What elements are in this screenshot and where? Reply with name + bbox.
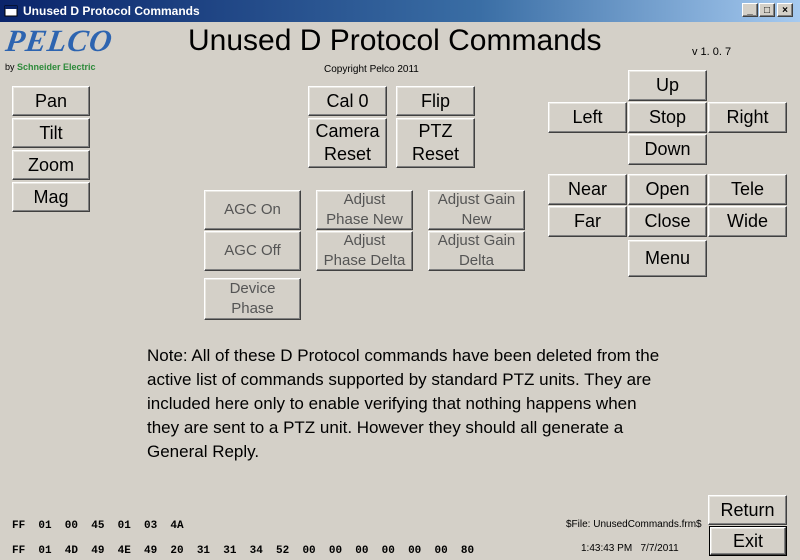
pan-button[interactable]: Pan	[12, 86, 90, 116]
mag-button[interactable]: Mag	[12, 182, 90, 212]
tilt-button[interactable]: Tilt	[12, 118, 90, 148]
wide-button[interactable]: Wide	[708, 206, 787, 237]
close-iris-button[interactable]: Close	[628, 206, 707, 237]
right-button[interactable]: Right	[708, 102, 787, 133]
file-label: $File: UnusedCommands.frm$	[566, 519, 702, 530]
flip-button[interactable]: Flip	[396, 86, 475, 116]
client-area: PELCO by Schneider Electric Unused D Pro…	[0, 22, 800, 560]
tele-button[interactable]: Tele	[708, 174, 787, 205]
down-button[interactable]: Down	[628, 134, 707, 165]
pelco-logo: PELCO by Schneider Electric	[4, 22, 122, 74]
maximize-button[interactable]: □	[759, 3, 775, 17]
adjust-gain-delta-button[interactable]: Adjust Gain Delta	[428, 231, 525, 271]
cal0-button[interactable]: Cal 0	[308, 86, 387, 116]
app-icon	[4, 5, 18, 17]
agc-off-button[interactable]: AGC Off	[204, 231, 301, 271]
stop-button[interactable]: Stop	[628, 102, 707, 133]
up-button[interactable]: Up	[628, 70, 707, 101]
return-button[interactable]: Return	[708, 495, 787, 525]
menu-button[interactable]: Menu	[628, 240, 707, 277]
exit-button[interactable]: Exit	[709, 526, 787, 556]
far-button[interactable]: Far	[548, 206, 627, 237]
window-title: Unused D Protocol Commands	[23, 4, 200, 18]
title-bar[interactable]: Unused D Protocol Commands _ □ ×	[0, 0, 800, 22]
time-label: 1:43:43 PM	[581, 543, 633, 554]
ptz-reset-button[interactable]: PTZ Reset	[396, 118, 475, 168]
hex-sent-readout: FF 01 00 45 01 03 4A	[12, 520, 184, 532]
left-button[interactable]: Left	[548, 102, 627, 133]
zoom-button[interactable]: Zoom	[12, 150, 90, 180]
close-button[interactable]: ×	[777, 3, 793, 17]
device-phase-button[interactable]: Device Phase	[204, 278, 301, 320]
logo-byline: by Schneider Electric	[5, 62, 96, 72]
adjust-phase-new-button[interactable]: Adjust Phase New	[316, 190, 413, 230]
minimize-button[interactable]: _	[742, 3, 758, 17]
open-button[interactable]: Open	[628, 174, 707, 205]
near-button[interactable]: Near	[548, 174, 627, 205]
logo-brand: PELCO	[3, 23, 116, 58]
hex-reply-readout: FF 01 4D 49 4E 49 20 31 31 34 52 00 00 0…	[12, 545, 475, 557]
date-label: 7/7/2011	[640, 543, 679, 554]
camera-reset-button[interactable]: Camera Reset	[308, 118, 387, 168]
adjust-gain-new-button[interactable]: Adjust Gain New	[428, 190, 525, 230]
agc-on-button[interactable]: AGC On	[204, 190, 301, 230]
note-text: Note: All of these D Protocol commands h…	[147, 346, 660, 461]
adjust-phase-delta-button[interactable]: Adjust Phase Delta	[316, 231, 413, 271]
timestamp: 1:43:43 PM 7/7/2011	[581, 543, 679, 554]
version-label: v 1. 0. 7	[692, 46, 732, 58]
copyright-label: Copyright Pelco 2011	[324, 64, 419, 75]
page-title: Unused D Protocol Commands	[188, 24, 602, 57]
